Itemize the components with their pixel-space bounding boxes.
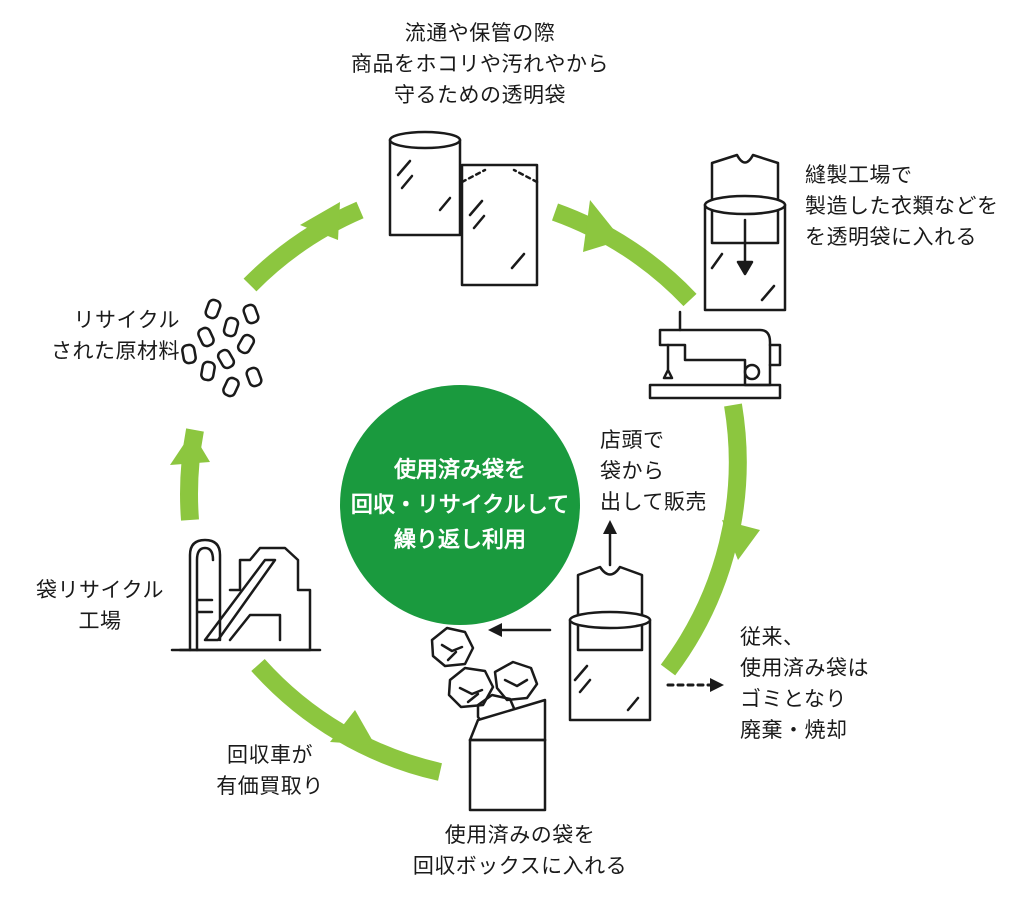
label-past: 従来、 使用済み袋は ゴミとなり 廃棄・焼却 (740, 625, 869, 742)
arrowhead-right (722, 520, 760, 560)
arrow-top-right (551, 203, 697, 307)
arrowhead-top-right (583, 200, 622, 252)
label-factory: 縫製工場で 製造した衣類などを を透明袋に入れる (805, 163, 999, 249)
pellets-icon (181, 298, 263, 398)
discard-arrowhead (488, 623, 502, 637)
arrow-right (660, 403, 747, 676)
past-arrowhead (710, 678, 724, 692)
label-material: リサイクル された原材料 (51, 308, 180, 363)
arrow-top-left (243, 201, 364, 292)
recycling-plant-icon (170, 538, 322, 652)
hub-line-1: 使用済み袋を (393, 457, 526, 483)
label-top: 流通や保管の際 商品をホコリや汚れやから 守るための透明袋 (351, 21, 609, 107)
shirt-in-bag-icon (703, 153, 787, 312)
store-arrowhead (603, 520, 617, 534)
arrowhead-top-left (300, 202, 340, 240)
label-truck: 回収車が 有価買取り (216, 743, 324, 798)
sewing-machine-icon (648, 310, 782, 400)
arrowhead-bottom (330, 710, 375, 745)
label-box: 使用済みの袋を 回収ボックスに入れる (412, 823, 628, 878)
cycle-arrowheads (170, 200, 760, 745)
collection-box-icon (468, 693, 547, 812)
label-plant: 袋リサイクル 工場 (36, 578, 164, 633)
arrow-left (180, 428, 204, 521)
crumpled-bags-icon (430, 626, 539, 709)
shirt-bag-icon (568, 565, 652, 722)
label-store: 店頭で 袋から 出して販売 (600, 428, 707, 514)
hub-line-2: 回収・リサイクルして (350, 492, 570, 518)
center-circle: 使用済み袋を 回収・リサイクルして 繰り返し利用 (340, 385, 580, 625)
arrowhead-left (170, 432, 210, 465)
clear-bags-icon (388, 130, 539, 287)
hub-line-3: 繰り返し利用 (393, 527, 526, 553)
